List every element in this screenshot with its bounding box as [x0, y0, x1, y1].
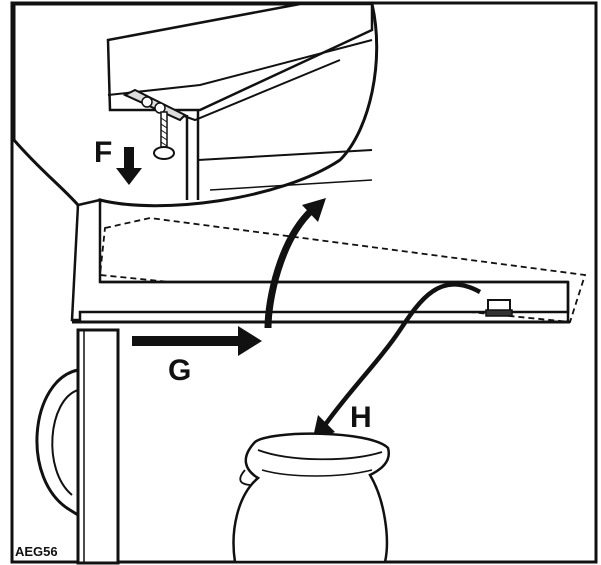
lift-arrow [264, 207, 315, 329]
hose-fitting [485, 299, 513, 317]
detail-inset [12, 2, 379, 306]
label-f: F [94, 136, 112, 169]
worktop [70, 198, 570, 324]
down-arrow-icon [116, 147, 142, 185]
appliance-body [35, 328, 120, 565]
screw-icon [153, 111, 175, 160]
figure-code: AEG56 [15, 544, 58, 559]
hose-arrow [323, 282, 482, 427]
label-h: H [350, 401, 372, 434]
lift-arrow-head-icon [302, 198, 326, 222]
bag-icon [232, 432, 391, 564]
push-arrow-icon [132, 326, 262, 356]
label-g: G [168, 354, 191, 387]
